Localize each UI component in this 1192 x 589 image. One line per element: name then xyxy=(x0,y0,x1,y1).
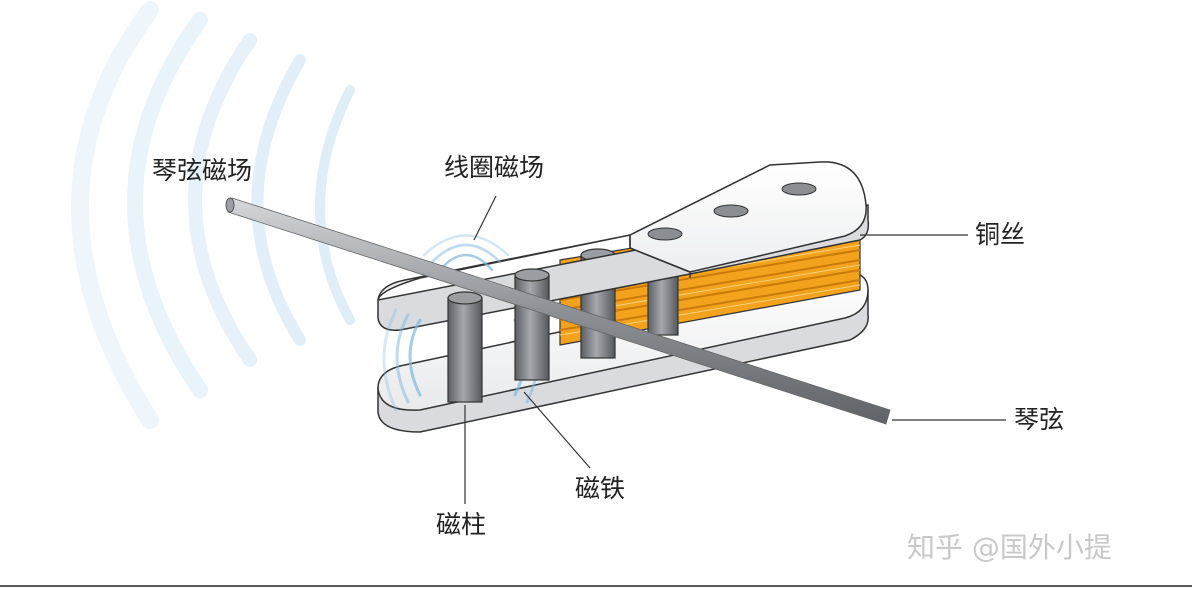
label-pole-piece: 磁柱 xyxy=(436,510,487,539)
label-string: 琴弦 xyxy=(1014,405,1065,434)
guitar-string xyxy=(225,197,891,425)
label-copper-wire: 铜丝 xyxy=(975,220,1026,249)
bottom-divider xyxy=(0,585,1192,587)
watermark: 知乎 @国外小提 xyxy=(907,531,1112,564)
pole-pieces-front xyxy=(447,268,550,403)
label-magnet: 磁铁 xyxy=(575,474,626,503)
label-coil-field: 线圈磁场 xyxy=(444,153,545,182)
label-string-field: 琴弦磁场 xyxy=(152,156,253,185)
leader-lines xyxy=(464,195,1006,504)
string-field-waves xyxy=(71,1,355,429)
